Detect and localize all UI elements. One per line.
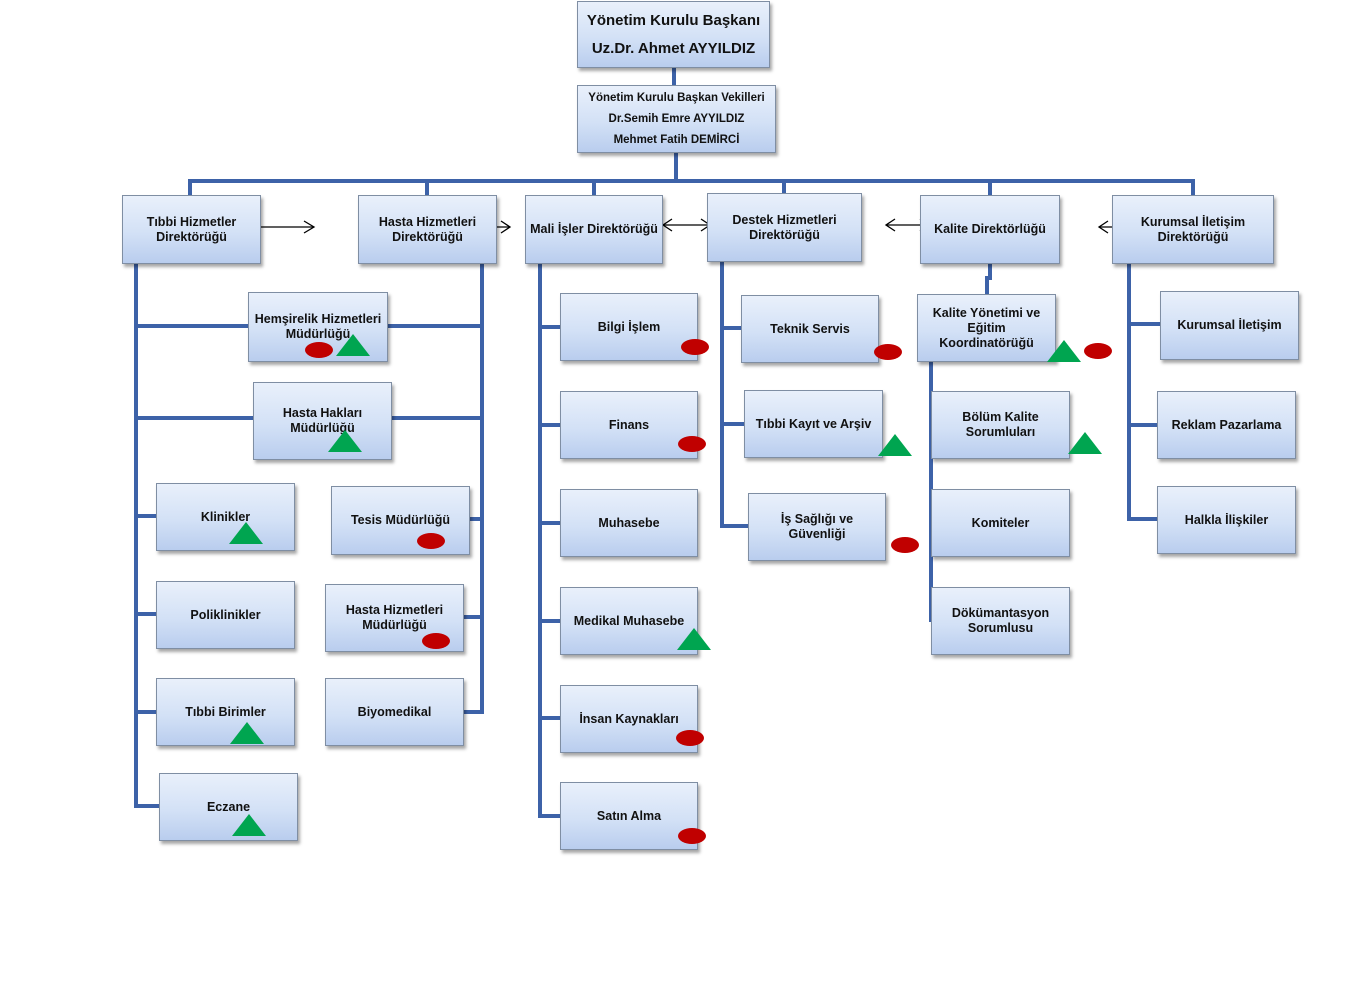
red-oval-marker (305, 342, 333, 358)
box-label: Teknik Servis (770, 321, 850, 336)
unit-eczane[interactable]: Eczane (159, 773, 298, 841)
box-label: Eğitim Koordinatörüğü (939, 320, 1034, 350)
unit-reklam-pazarlama[interactable]: Reklam Pazarlama (1157, 391, 1296, 459)
box-label: Direktörüğü (156, 229, 227, 244)
unit-medikal-muhasebe[interactable]: Medikal Muhasebe (560, 587, 698, 655)
unit-halkla-iliskiler[interactable]: Halkla İlişkiler (1157, 486, 1296, 554)
box-label: Müdürlüğü (362, 618, 427, 632)
box-label: Kalite Direktörlüğü (934, 222, 1046, 236)
box-label: Tesis Müdürlüğü (350, 513, 451, 527)
box-label: Poliklinikler (190, 607, 261, 622)
box-label: Hasta Hizmetleri (345, 603, 444, 617)
box-label: Biyomedikal (357, 704, 432, 719)
red-oval-marker (874, 344, 902, 360)
box-label: Reklam Pazarlama (1171, 417, 1282, 432)
box-label: Kurumsal İletişim (1177, 318, 1282, 332)
box-label: Tıbbi Hizmetler (146, 214, 237, 229)
box-label: Satın Alma (596, 808, 662, 823)
box-label: Klinikler (200, 509, 251, 524)
box-label: Tıbbi Birimler (185, 704, 266, 719)
box-label: İnsan Kaynakları (579, 711, 679, 726)
box-label: Medikal Muhasebe (573, 613, 685, 628)
red-oval-marker (422, 633, 450, 649)
green-triangle-marker (878, 434, 912, 456)
box-label: Bölüm Kalite (962, 410, 1039, 424)
unit-muhasebe[interactable]: Muhasebe (560, 489, 698, 557)
unit-kurumsal-iletisim[interactable]: Kurumsal İletişim (1160, 291, 1299, 360)
box-label: Direktörüğü (749, 227, 820, 242)
box-label: Kurumsal İletişim (1140, 214, 1246, 229)
box-label: Direktörüğü (392, 229, 463, 244)
unit-is-sagligi[interactable]: İş Sağlığı ve Güvenliği (748, 493, 886, 561)
red-oval-marker (681, 339, 709, 355)
green-triangle-marker (677, 628, 711, 650)
red-oval-marker (678, 436, 706, 452)
box-label: Dökümantasyon (951, 606, 1050, 620)
unit-tesis[interactable]: Tesis Müdürlüğü (331, 486, 470, 555)
green-triangle-marker (230, 722, 264, 744)
vice-chair-1: Dr.Semih Emre AYYILDIZ (608, 112, 745, 125)
box-label: Hasta Hizmetleri (378, 214, 477, 229)
box-label: Hasta Hakları (282, 406, 363, 420)
unit-satin-alma[interactable]: Satın Alma (560, 782, 698, 850)
red-oval-marker (417, 533, 445, 549)
box-label: Direktörüğü (1157, 229, 1229, 244)
unit-tibbi-kayit[interactable]: Tıbbi Kayıt ve Arşiv (744, 390, 883, 458)
box-label: Müdürlüğü (285, 327, 351, 341)
box-label: Mali İşler Direktörüğü (530, 222, 658, 236)
box-label: Sorumlusu (967, 621, 1034, 635)
unit-poliklinikler[interactable]: Poliklinikler (156, 581, 295, 649)
vice-chair-2: Mehmet Fatih DEMİRCİ (613, 133, 740, 146)
green-triangle-marker (1068, 432, 1102, 454)
green-triangle-marker (336, 334, 370, 356)
box-label: Hemşirelik Hizmetleri (254, 312, 382, 326)
box-label: Kalite Yönetimi ve (932, 305, 1041, 320)
unit-tibbi-birimler[interactable]: Tıbbi Birimler (156, 678, 295, 746)
unit-komiteler[interactable]: Komiteler (931, 489, 1070, 557)
box-label: İş Sağlığı ve Güvenliği (780, 512, 854, 541)
unit-bilgi-islem[interactable]: Bilgi İşlem (560, 293, 698, 361)
unit-biyomedikal[interactable]: Biyomedikal (325, 678, 464, 746)
chairman-name: Uz.Dr. Ahmet AYYILDIZ (591, 39, 756, 57)
green-triangle-marker (229, 522, 263, 544)
unit-finans[interactable]: Finans (560, 391, 698, 459)
green-triangle-marker (232, 814, 266, 836)
box-label: Destek Hizmetleri (732, 212, 837, 227)
red-oval-marker (678, 828, 706, 844)
red-oval-marker (891, 537, 919, 553)
box-label: Muhasebe (598, 515, 660, 530)
directorate-mali[interactable]: Mali İşler Direktörüğü (525, 195, 663, 264)
box-label: Sorumluları (965, 425, 1036, 439)
directorate-kalite[interactable]: Kalite Direktörlüğü (920, 195, 1060, 264)
unit-klinikler[interactable]: Klinikler (156, 483, 295, 551)
unit-teknik-servis[interactable]: Teknik Servis (741, 295, 879, 363)
green-triangle-marker (1047, 340, 1081, 362)
red-oval-marker (1084, 343, 1112, 359)
box-label: Eczane (206, 799, 251, 814)
vice-chairs-title: Yönetim Kurulu Başkan Vekilleri (588, 91, 765, 104)
green-triangle-marker (328, 430, 362, 452)
box-label: Komiteler (971, 515, 1030, 530)
unit-insan-kaynaklari[interactable]: İnsan Kaynakları (560, 685, 698, 753)
chairman-title: Yönetim Kurulu Başkanı (586, 11, 761, 29)
box-label: Tıbbi Kayıt ve Arşiv (755, 416, 872, 431)
box-label: Finans (608, 417, 650, 432)
box-label: Bilgi İşlem (597, 319, 661, 334)
red-oval-marker (676, 730, 704, 746)
box-label: Halkla İlişkiler (1184, 512, 1269, 527)
